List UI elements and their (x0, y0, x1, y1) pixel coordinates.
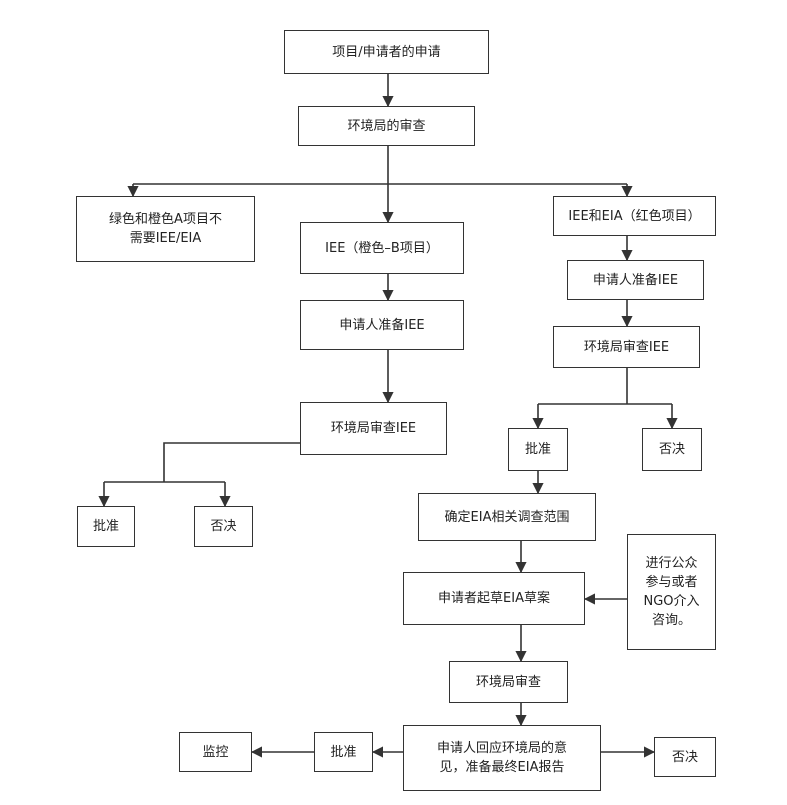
review-iee-left-box: 环境局审查IEE (300, 402, 447, 455)
review-iee-right-label: 环境局审查IEE (583, 339, 670, 355)
green-orange-a-label: 绿色和橙色A项目不 需要IEE/EIA (109, 212, 222, 246)
draft-eia-label: 申请者起草EIA草案 (438, 591, 550, 606)
monitor-label: 监控 (202, 744, 229, 760)
approve-left-label: 批准 (92, 519, 119, 534)
approve-final-box: 批准 (314, 732, 373, 772)
green-orange-a-box: 绿色和橙色A项目不 需要IEE/EIA (76, 196, 255, 262)
draft-eia-box: 申请者起草EIA草案 (403, 572, 585, 625)
application-box: 项目/申请者的申请 (284, 30, 489, 74)
applicant-prepare-iee-right-label: 申请人准备IEE (592, 272, 679, 288)
iee-orange-b-label: IEE（橙色–B项目） (325, 240, 439, 256)
reject-final-label: 否决 (671, 749, 698, 765)
approve-right-label: 批准 (524, 442, 551, 457)
reject-right-box: 否决 (642, 428, 702, 471)
iee-orange-b-box: IEE（橙色–B项目） (300, 222, 464, 274)
iee-eia-red-label: IEE和EIA（红色项目） (568, 208, 701, 224)
approve-final-label: 批准 (330, 744, 357, 760)
respond-final-label: 申请人回应环境局的意 见，准备最终EIA报告 (436, 741, 567, 775)
connector-review-left-branch (163, 442, 300, 482)
public-consult-box: 进行公众 参与或者 NGO介入 咨询。 (627, 534, 716, 650)
application-label: 项目/申请者的申请 (332, 44, 441, 60)
scope-eia-label: 确定EIA相关调查范围 (444, 509, 570, 525)
monitor-box: 监控 (179, 732, 252, 772)
reject-final-box: 否决 (654, 737, 716, 777)
reject-right-label: 否决 (658, 442, 685, 457)
review-final-label: 环境局审查 (475, 674, 541, 690)
review-label: 环境局的审查 (347, 118, 426, 134)
reject-left-label: 否决 (210, 519, 237, 534)
review-final-box: 环境局审查 (449, 661, 568, 703)
applicant-prepare-iee-left-box: 申请人准备IEE (300, 300, 464, 350)
approve-left-box: 批准 (77, 506, 135, 547)
applicant-prepare-iee-right-box: 申请人准备IEE (567, 260, 704, 300)
iee-eia-red-box: IEE和EIA（红色项目） (553, 196, 716, 236)
applicant-prepare-iee-left-label: 申请人准备IEE (339, 317, 425, 333)
reject-left-box: 否决 (194, 506, 253, 547)
review-box: 环境局的审查 (298, 106, 475, 146)
respond-final-box: 申请人回应环境局的意 见，准备最终EIA报告 (403, 725, 601, 791)
approve-right-box: 批准 (508, 428, 568, 471)
scope-eia-box: 确定EIA相关调查范围 (418, 493, 596, 541)
review-iee-right-box: 环境局审查IEE (553, 326, 700, 368)
public-consult-label: 进行公众 参与或者 NGO介入 咨询。 (643, 556, 700, 628)
review-iee-left-label: 环境局审查IEE (330, 421, 417, 436)
